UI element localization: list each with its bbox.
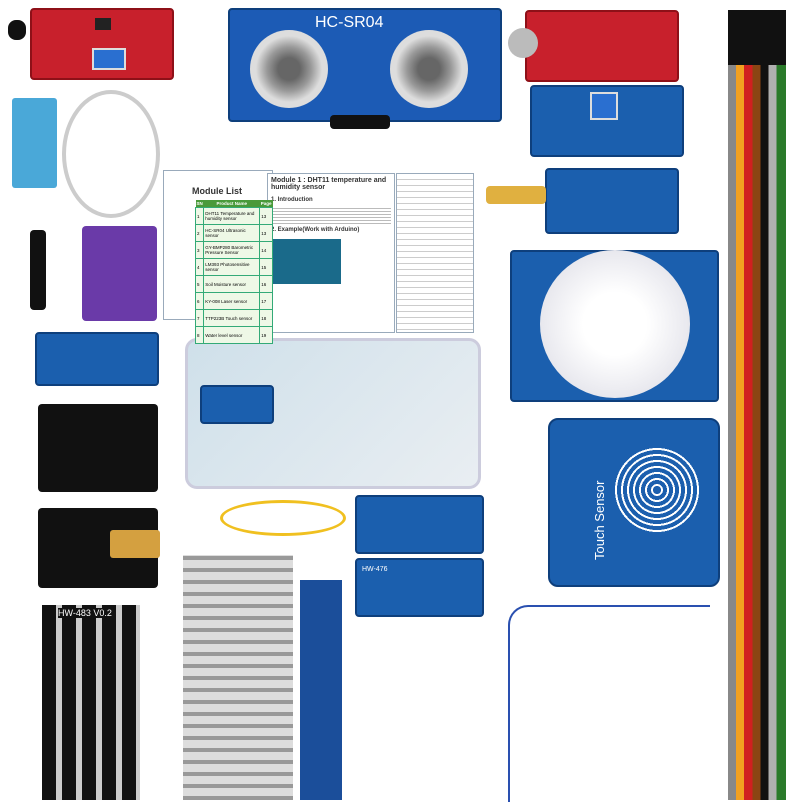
- cell: 15: [259, 258, 273, 276]
- hall-sensor-module: [38, 404, 158, 492]
- microphone: [508, 28, 538, 58]
- cell: 2: [194, 224, 205, 242]
- cell: 16: [259, 275, 273, 293]
- rainbow-jumper-wires: [728, 30, 786, 800]
- intro-text-lines: [271, 206, 391, 224]
- ultrasonic-transducer-right: [390, 30, 468, 108]
- cell: 14: [259, 241, 273, 259]
- boxed-ultrasonic: [200, 385, 274, 424]
- code-document: [396, 173, 474, 333]
- soil-moisture-probe: [300, 580, 342, 800]
- arduino-diagram: [271, 239, 341, 284]
- cell: HC-SR04 Ultrasonic sensor: [203, 224, 261, 242]
- ultrasonic-transducer-left: [250, 30, 328, 108]
- sound-sensor-module: [525, 10, 679, 82]
- tracking-sensor-module: [355, 495, 484, 554]
- list-title: Module List: [192, 186, 242, 196]
- cell: 13: [259, 224, 273, 242]
- col-page: Page: [259, 200, 273, 208]
- cell: KY-008 Laser sensor: [203, 292, 261, 310]
- cell: 4: [194, 258, 205, 276]
- yellow-jumper-wire: [220, 500, 346, 536]
- dht11-sensor: [12, 98, 57, 188]
- sensor-component: [8, 20, 26, 40]
- cell: 3: [194, 241, 205, 259]
- storage-box-with-components: [185, 338, 481, 489]
- cell: LM393 Photosensitive sensor: [203, 258, 261, 276]
- module1-title: Module 1 : DHT11 temperature and humidit…: [271, 177, 387, 191]
- col-sn: SN: [195, 200, 204, 208]
- cell: 13: [259, 207, 273, 225]
- pir-dome: [540, 250, 690, 398]
- touch-sensor-label: Touch Sensor: [592, 480, 607, 561]
- cell: 5: [194, 275, 205, 293]
- cell: 17: [259, 292, 273, 310]
- cell: TTP223B Touch sensor: [203, 309, 261, 327]
- cell: 6: [194, 292, 205, 310]
- white-jumper-wires: [62, 90, 160, 218]
- touch-pad-rings: [612, 445, 702, 535]
- vibration-sensor-module: [545, 168, 679, 234]
- col-name: Product Name: [203, 200, 260, 208]
- ir-sensor-module: [35, 332, 159, 386]
- example-heading: 2. Example(Work with Arduino): [271, 227, 360, 233]
- potentiometer: [92, 48, 126, 70]
- rain-module-label: HW-476: [362, 566, 388, 573]
- water-sensor-label: HW-483 V0.2: [58, 608, 112, 618]
- ultrasonic-label: HC-SR04: [315, 14, 384, 31]
- water-level-sensor: [42, 605, 140, 800]
- cell: 1: [194, 207, 205, 225]
- cell: Water level sensor: [203, 326, 261, 344]
- cell: 19: [259, 326, 273, 344]
- cell: 7: [194, 309, 205, 327]
- pin-header: [30, 230, 46, 310]
- potentiometer: [590, 92, 618, 120]
- ic-chip: [95, 18, 111, 30]
- blue-wire: [508, 605, 710, 802]
- cell: Soil Moisture sensor: [203, 275, 261, 293]
- cell: 18: [259, 309, 273, 327]
- intro-heading: 1. Introduction: [271, 197, 313, 203]
- module1-document: Module 1 : DHT11 temperature and humidit…: [267, 173, 395, 333]
- cell: 8: [194, 326, 205, 344]
- laser-head: [110, 530, 160, 558]
- rain-control-module: [355, 558, 484, 617]
- vibration-sensor: [486, 186, 546, 204]
- wire-connectors: [728, 10, 786, 65]
- bmp280-module: [82, 226, 157, 321]
- ultrasonic-header-pins: [330, 115, 390, 129]
- cell: GY-BMP280 Barometric Pressure Sensor: [203, 241, 261, 259]
- rain-sensor-plate: [183, 555, 293, 800]
- cell: DHT11 Temperature and humidity sensor: [203, 207, 261, 225]
